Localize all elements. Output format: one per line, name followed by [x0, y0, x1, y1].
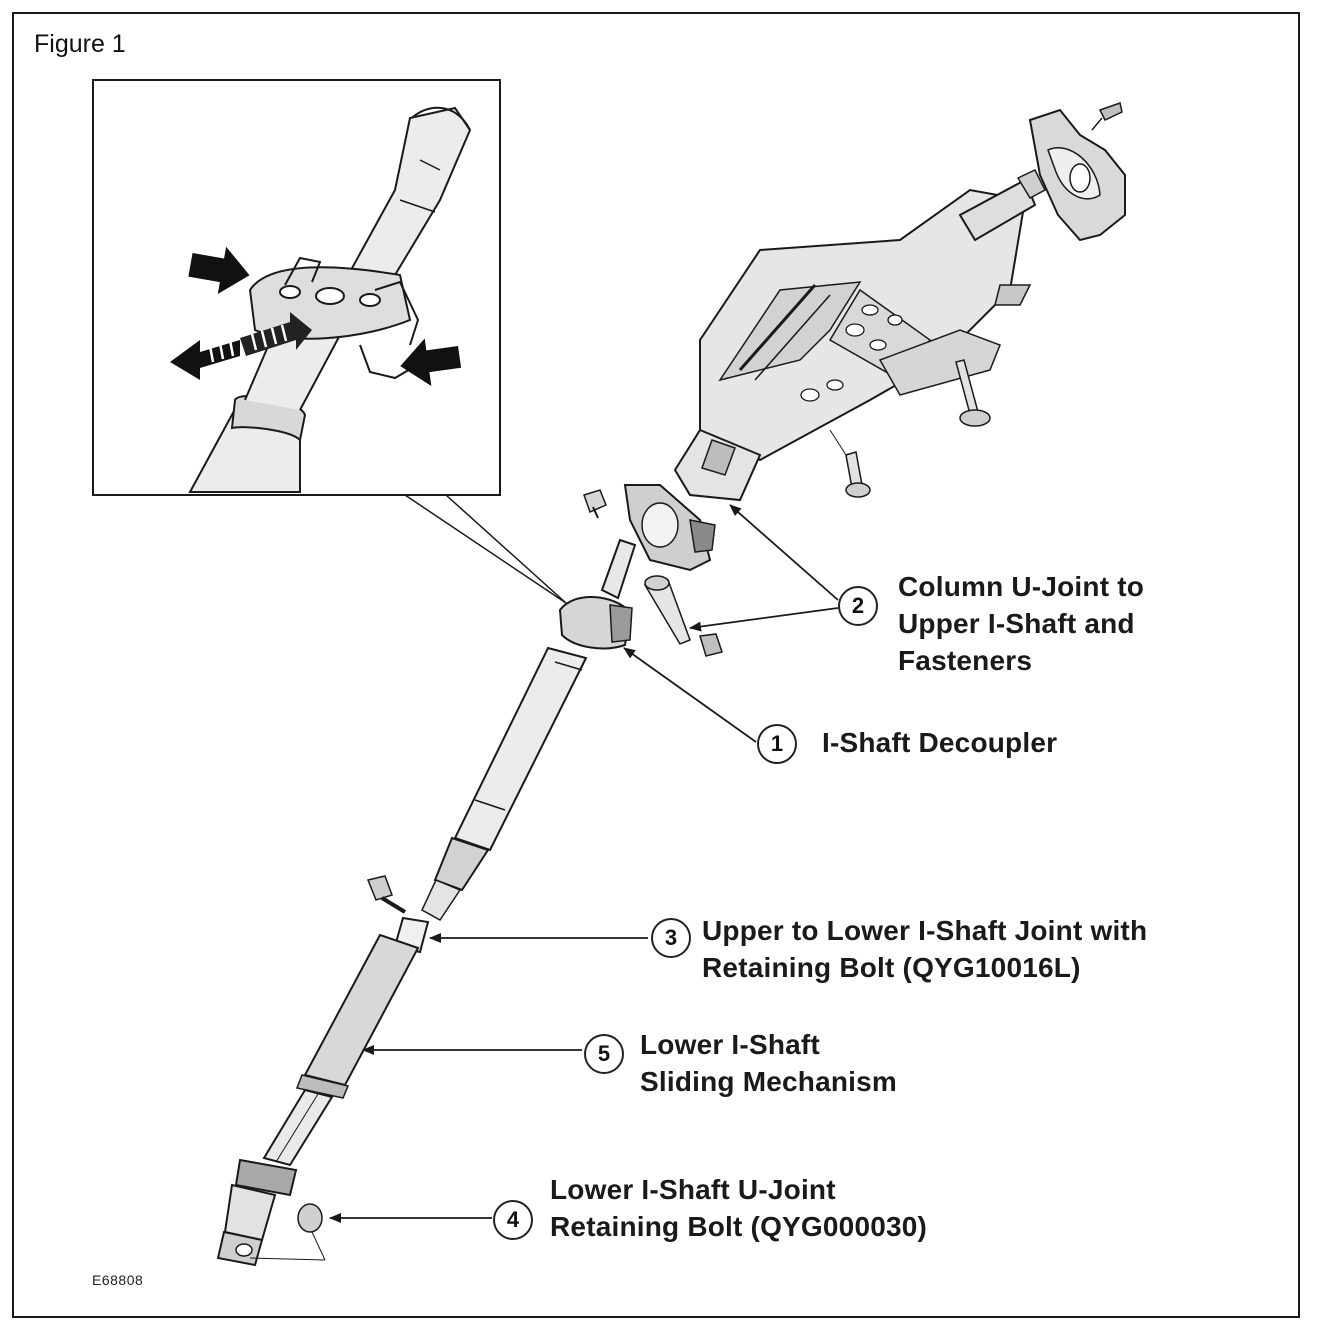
- callout-label-line: Fasteners: [898, 645, 1033, 676]
- column-bolts: [829, 359, 991, 498]
- leader-lines: [329, 504, 839, 1223]
- callout-label-ishaft-decoupler: I-Shaft Decoupler: [822, 724, 1057, 761]
- callout-label-line: Upper I-Shaft and: [898, 608, 1135, 639]
- callout-label-sliding-mechanism: Lower I-Shaft Sliding Mechanism: [640, 1026, 897, 1100]
- callout-label-line: Column U-Joint to: [898, 571, 1145, 602]
- callout-label-lower-ujoint-bolt: Lower I-Shaft U-Joint Retaining Bolt (QY…: [550, 1171, 927, 1245]
- detail-inset: [92, 79, 501, 496]
- callout-label-line: Retaining Bolt (QYG000030): [550, 1211, 928, 1242]
- upper-ishaft-ujoint: [583, 484, 723, 657]
- image-id: E68808: [92, 1272, 144, 1288]
- callout-number-5: 5: [584, 1034, 624, 1074]
- intermediate-shaft: [216, 538, 637, 1267]
- callout-label-line: Retaining Bolt (QYG10016L): [702, 952, 1081, 983]
- callout-number-2: 2: [838, 586, 878, 626]
- callout-number-3: 3: [651, 918, 691, 958]
- callout-label-column-ujoint: Column U-Joint to Upper I-Shaft and Fast…: [898, 568, 1144, 679]
- callout-label-line: Lower I-Shaft U-Joint: [550, 1174, 836, 1205]
- callout-label-line: Lower I-Shaft: [640, 1029, 820, 1060]
- callout-number-4: 4: [493, 1200, 533, 1240]
- callout-label-line: Upper to Lower I-Shaft Joint with: [702, 915, 1148, 946]
- steering-column-housing: [673, 169, 1046, 502]
- callout-label-line: Sliding Mechanism: [640, 1066, 897, 1097]
- callout-number-1: 1: [757, 724, 797, 764]
- callout-label-upper-lower-joint: Upper to Lower I-Shaft Joint with Retain…: [702, 912, 1147, 986]
- callout-label-line: I-Shaft Decoupler: [822, 727, 1058, 758]
- upper-mounting-plate: [1028, 102, 1126, 242]
- figure-title: Figure 1: [34, 30, 126, 58]
